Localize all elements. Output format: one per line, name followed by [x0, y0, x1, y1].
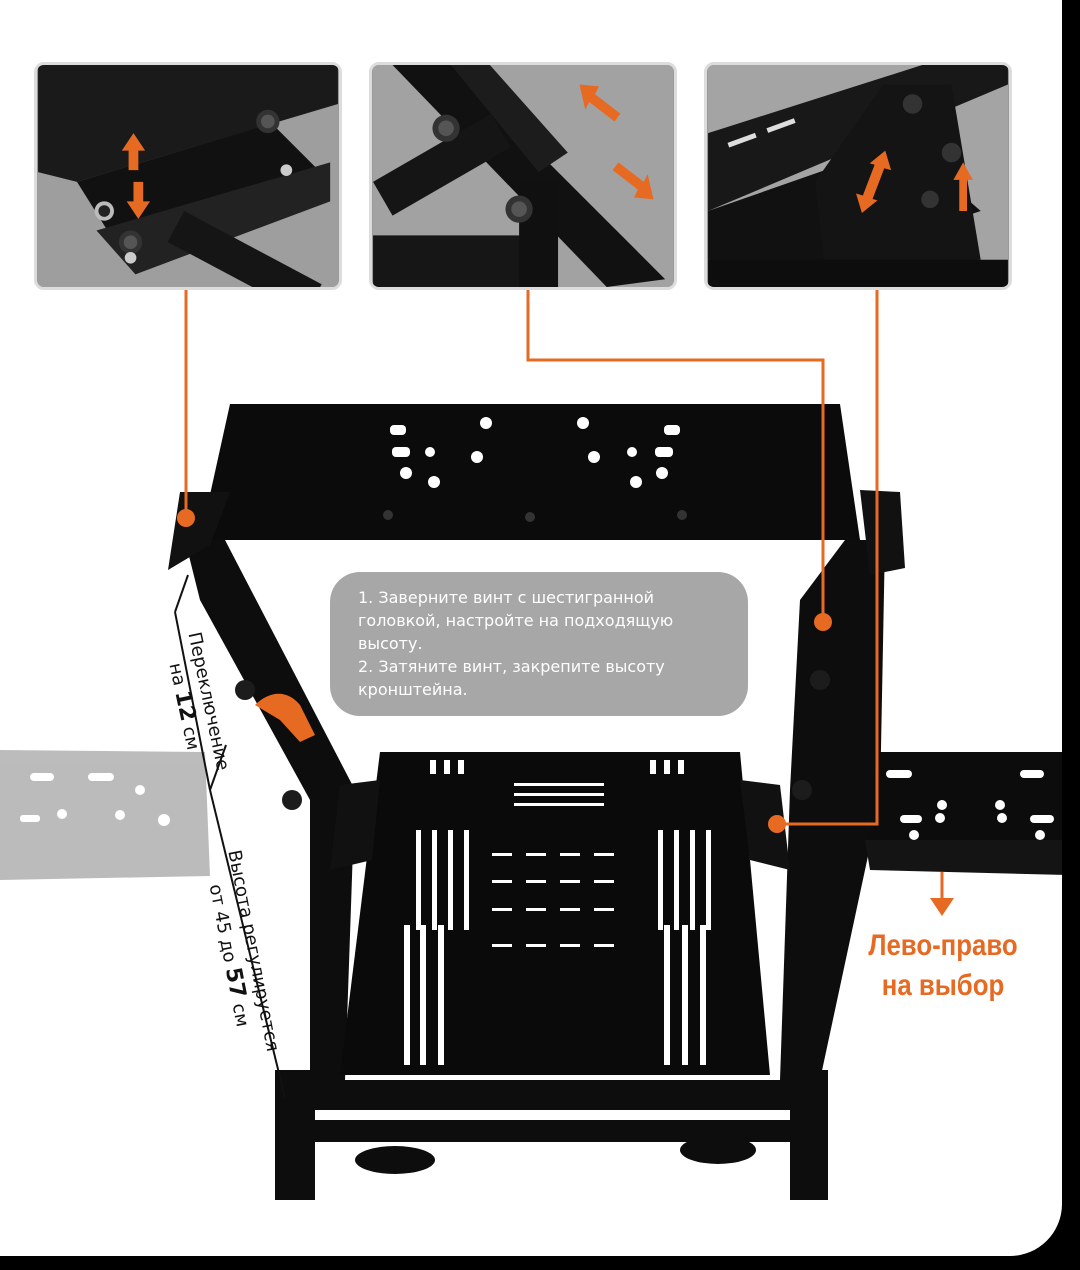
detail-photo-bracket: [34, 62, 342, 290]
leg-joint-detail-image: [373, 65, 673, 287]
diagonal-adjust-arrows-icon: [579, 84, 654, 200]
left-upright-frame: [185, 540, 355, 1080]
pedal-plate: [330, 752, 790, 1075]
tooltip-step-1: 1. Заверните винт с шестигранной головко…: [358, 588, 674, 653]
wheel-mount-plate: [168, 404, 905, 575]
left-right-choice-label: Лево-право на выбор: [861, 926, 1024, 1006]
wheel-stand-illustration: [0, 290, 1062, 1200]
foot-pad-left: [355, 1146, 435, 1174]
tilt-plate-detail-image: [708, 65, 1008, 287]
detail-photo-tilt-plate: [704, 62, 1012, 290]
product-card: 1. Заверните винт с шестигранной головко…: [0, 0, 1062, 1256]
rear-crossbar: [300, 1120, 800, 1142]
instruction-tooltip: 1. Заверните винт с шестигранной головко…: [330, 572, 748, 716]
hand-icon: [255, 693, 315, 742]
callout-dot-middle: [814, 613, 832, 631]
down-arrow-icon: [930, 898, 954, 916]
callout-lines: [184, 290, 944, 900]
measurement-lines: [174, 574, 286, 1099]
foot-pad-right: [680, 1136, 756, 1164]
adjust-arrows-icon: [121, 133, 151, 219]
left-right-line2: на выбор: [881, 969, 1005, 1002]
right-rear-post: [840, 560, 880, 820]
detail-photo-leg-joint: [369, 62, 677, 290]
callout-dot-right: [768, 815, 786, 833]
tilt-adjust-arrows-icon: [856, 150, 973, 213]
left-right-line1: Лево-право: [868, 929, 1018, 962]
ghost-shifter-plate-left: [0, 750, 210, 880]
tooltip-step-2: 2. Затяните винт, закрепите высоту кронш…: [358, 657, 665, 699]
bottom-crossbar: [290, 1080, 815, 1110]
bracket-detail-image: [38, 65, 338, 287]
callout-dot-left: [177, 509, 195, 527]
shifter-plate-right: [865, 752, 1062, 875]
